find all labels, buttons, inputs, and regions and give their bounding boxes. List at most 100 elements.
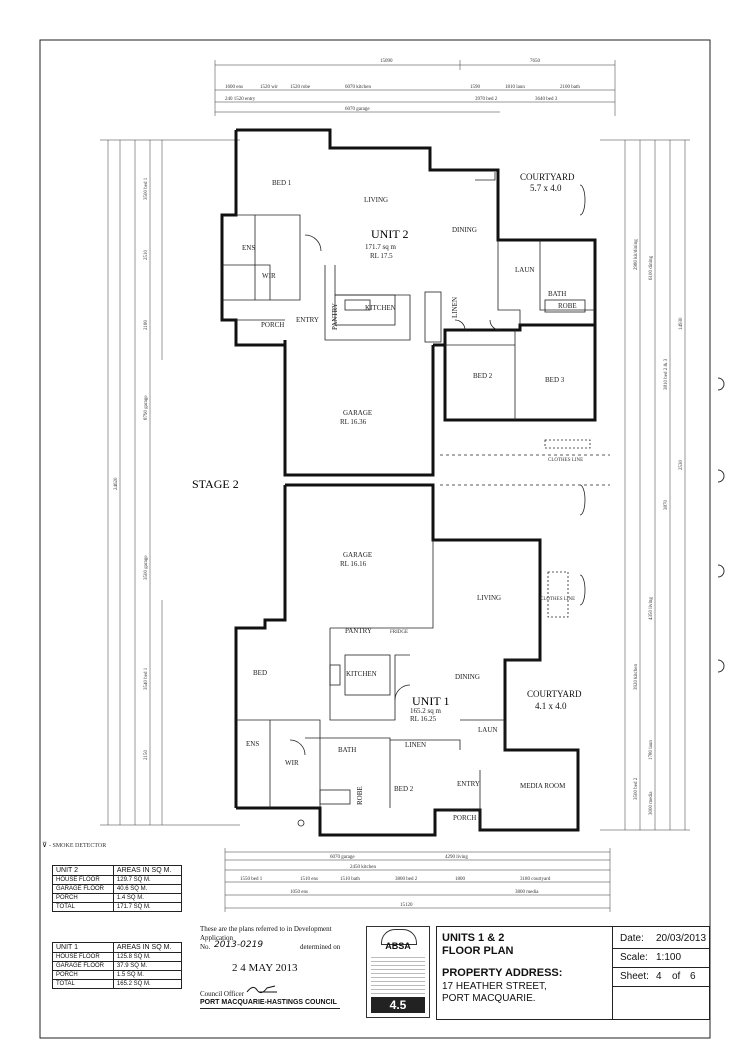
council-stamp-line2: Application bbox=[200, 934, 234, 942]
room-ens-bot: ENS bbox=[246, 740, 259, 748]
dim-right-0: 2980 kit/dining bbox=[634, 239, 639, 270]
dim-top-r1-6: 2100 bath bbox=[560, 85, 580, 90]
area1-r2-c0: PORCH bbox=[52, 970, 114, 980]
table-row: TOTAL 171.7 SQ M. bbox=[52, 902, 183, 912]
room-living-bot: LIVING bbox=[477, 594, 501, 602]
area2-r3-c1: 171.7 SQ M. bbox=[112, 902, 183, 912]
dim-top-r1-0: 1600 ens bbox=[225, 85, 243, 90]
room-porch-top: PORCH bbox=[261, 321, 284, 329]
room-pantry-top: PANTRY bbox=[331, 303, 339, 330]
room-kitchen-top: KITCHEN bbox=[365, 304, 396, 312]
table-row: HOUSE FLOOR 125.8 SQ M. bbox=[52, 952, 183, 962]
unit2-labels: BED 1 LIVING DINING ENS WIR KITCHEN PANT… bbox=[242, 172, 583, 463]
room-bed2-top: BED 2 bbox=[473, 372, 493, 380]
left-dimensions: 3500 bed 1 2510 2180 8790 garage 3500 ga… bbox=[100, 139, 240, 826]
courtyard-bot: COURTYARD bbox=[527, 689, 582, 699]
table-row: GARAGE FLOOR 40.6 SQ M. bbox=[52, 884, 183, 894]
room-bath-bot: BATH bbox=[338, 746, 356, 754]
dim-left-1: 2510 bbox=[144, 250, 149, 261]
dim-left-7: 2150 bbox=[144, 750, 149, 761]
room-ens-top: ENS bbox=[242, 244, 255, 252]
unit2-title: UNIT 2 bbox=[371, 227, 408, 241]
dim-right-9: 3000 media bbox=[649, 791, 654, 815]
room-bed-bot: BED bbox=[253, 669, 267, 677]
dim-top-r1-3: 6070 kitchen bbox=[345, 85, 371, 90]
garage-top: GARAGE bbox=[343, 409, 372, 417]
dim-left-5: 24620 bbox=[114, 477, 119, 490]
area2-r1-c1: 40.6 SQ M. bbox=[112, 884, 183, 894]
table-row: PORCH 1.5 SQ M. bbox=[52, 970, 183, 980]
room-dining-top: DINING bbox=[452, 226, 477, 234]
room-pantry-bot: PANTRY bbox=[345, 627, 372, 635]
garage-top-rl: RL 16.36 bbox=[340, 418, 367, 426]
area2-header-1: AREAS IN SQ M. bbox=[112, 865, 183, 876]
absa-name: ABSA bbox=[385, 941, 411, 951]
room-entry-top: ENTRY bbox=[296, 316, 319, 324]
room-living-top: LIVING bbox=[364, 196, 388, 204]
site-details bbox=[297, 184, 610, 827]
area2-r2-c1: 1.4 SQ M. bbox=[112, 893, 183, 903]
sheet-value: 4 bbox=[656, 971, 662, 982]
area1-header-0: UNIT 1 bbox=[52, 942, 114, 953]
dim-bot-r4-0: 1050 ens bbox=[290, 890, 308, 895]
dim-top-right: 7650 bbox=[530, 59, 541, 64]
title-line2: FLOOR PLAN bbox=[442, 945, 514, 957]
address-line1: 17 HEATHER STREET, bbox=[442, 981, 547, 992]
area1-r1-c1: 37.9 SQ M. bbox=[112, 961, 183, 971]
dim-top-r2-2: 3640 bed 3 bbox=[535, 97, 558, 102]
scale-value: 1:100 bbox=[656, 952, 682, 963]
sheet-of: of bbox=[672, 971, 681, 982]
stage-label: STAGE 2 bbox=[192, 477, 239, 491]
dim-bot-r3-3: 3800 bed 2 bbox=[395, 877, 418, 882]
room-porch-bot: PORCH bbox=[453, 814, 476, 822]
area1-r0-c1: 125.8 SQ M. bbox=[112, 952, 183, 962]
room-wir-top: WIR bbox=[262, 272, 276, 280]
sheet-total: 6 bbox=[690, 971, 696, 982]
area2-r0-c1: 129.7 SQ M. bbox=[112, 875, 183, 885]
garage-bot-rl: RL 16.16 bbox=[340, 560, 367, 568]
dim-bot-r3-0: 1550 bed 1 bbox=[240, 877, 263, 882]
garage-bot: GARAGE bbox=[343, 551, 372, 559]
dim-bot-r3-4: 1800 bbox=[455, 877, 466, 882]
dim-right-4: 3870 bbox=[664, 500, 669, 511]
table-row: PORCH 1.4 SQ M. bbox=[52, 893, 183, 903]
area2-header-0: UNIT 2 bbox=[52, 865, 114, 876]
courtyard-top-size: 5.7 x 4.0 bbox=[530, 183, 562, 193]
room-linen-top: LINEN bbox=[451, 297, 459, 318]
room-dining-bot: DINING bbox=[455, 673, 480, 681]
area1-r0-c0: HOUSE FLOOR bbox=[52, 952, 114, 962]
unit2-rl: RL 17.5 bbox=[370, 252, 393, 260]
table-row: GARAGE FLOOR 37.9 SQ M. bbox=[52, 961, 183, 971]
date-label: Date: bbox=[620, 933, 644, 944]
dim-right-5: 4350 living bbox=[649, 597, 654, 620]
dim-bot-r3-2: 1510 bath bbox=[340, 877, 360, 882]
dim-right-2: 3810 bed 2 & 3 bbox=[664, 358, 669, 390]
area2-r0-c0: HOUSE FLOOR bbox=[52, 875, 114, 885]
room-media-bot: MEDIA ROOM bbox=[520, 782, 566, 790]
unit1-area: 165.2 sq m bbox=[410, 707, 441, 715]
area-table-unit1: UNIT 1 AREAS IN SQ M. HOUSE FLOOR 125.8 … bbox=[52, 942, 183, 989]
area2-r3-c0: TOTAL bbox=[52, 902, 114, 912]
unit1-walls bbox=[234, 483, 580, 837]
dim-top-r1-2: 1520 robe bbox=[290, 85, 311, 90]
council-date-stamp: 2 4 MAY 2013 bbox=[232, 962, 298, 974]
dim-bot-total: 15120 bbox=[400, 903, 413, 908]
dim-top-r2-0: 240 1520 entry bbox=[225, 97, 256, 102]
absa-certificate: ABSA 4.5 bbox=[366, 926, 430, 1018]
scale-label: Scale: bbox=[620, 952, 648, 963]
room-linen-bot: LINEN bbox=[405, 741, 426, 749]
room-bed3-top: BED 3 bbox=[545, 376, 565, 384]
area1-r3-c1: 165.2 SQ M. bbox=[112, 979, 183, 989]
dim-top-total: 15090 bbox=[380, 59, 393, 64]
council-divider bbox=[200, 1008, 340, 1009]
dim-top-r1-4: 1590 bbox=[470, 85, 481, 90]
council-name: PORT MACQUARIE-HASTINGS COUNCIL bbox=[200, 999, 337, 1006]
dim-top-r2-1: 3970 bed 2 bbox=[475, 97, 498, 102]
room-bed2-bot: BED 2 bbox=[394, 785, 414, 793]
bottom-dimensions: 6070 garage 4290 living 2450 kitchen 318… bbox=[224, 848, 611, 912]
area1-r1-c0: GARAGE FLOOR bbox=[52, 961, 114, 971]
council-signature bbox=[246, 985, 277, 994]
unit1-title: UNIT 1 bbox=[412, 694, 449, 708]
dim-bot-r2-0: 2450 kitchen bbox=[350, 865, 376, 870]
area1-header-1: AREAS IN SQ M. bbox=[112, 942, 183, 953]
